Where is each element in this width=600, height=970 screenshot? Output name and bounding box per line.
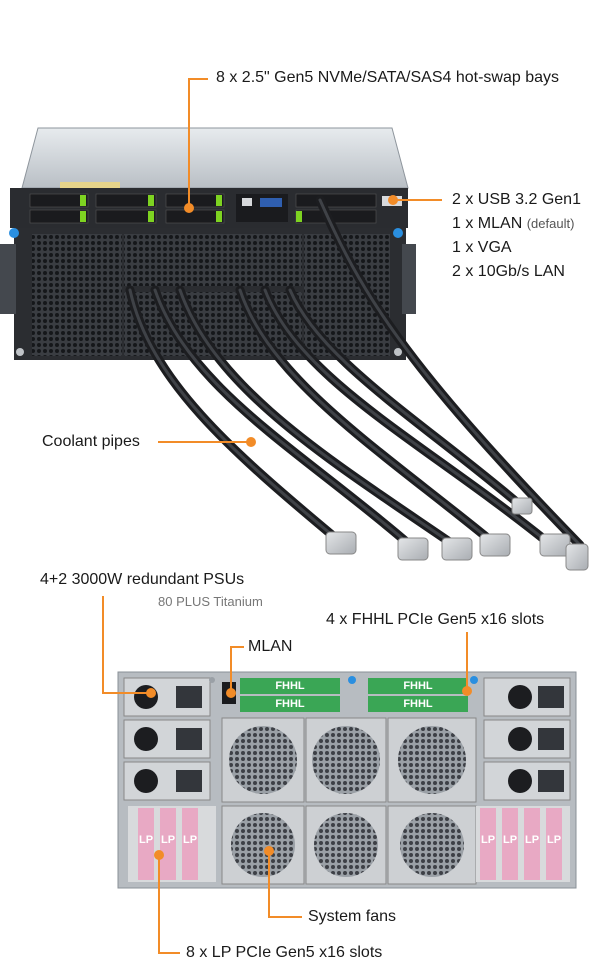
rear-chassis bbox=[117, 671, 577, 889]
coolant-label: Coolant pipes bbox=[42, 433, 140, 450]
drive-bays-label: 8 x 2.5" Gen5 NVMe/SATA/SAS4 hot-swap ba… bbox=[216, 69, 560, 86]
mlan-rear-leader bbox=[230, 646, 232, 690]
lp-mark: LP bbox=[480, 834, 496, 846]
psu-leader bbox=[102, 596, 104, 694]
psu-note: 80 PLUS Titanium bbox=[158, 594, 263, 609]
psu-bays-left bbox=[123, 677, 211, 801]
io-dot bbox=[388, 195, 398, 205]
fans-label: System fans bbox=[308, 908, 397, 925]
front-chassis bbox=[0, 127, 416, 360]
mlan-rear-dot bbox=[226, 688, 236, 698]
io-leader bbox=[392, 199, 442, 201]
coolant-leader bbox=[158, 441, 250, 443]
fans-leader bbox=[268, 916, 302, 918]
fhhl-mark: FHHL bbox=[403, 680, 433, 692]
lp-leader bbox=[158, 856, 160, 954]
drive-bays bbox=[29, 193, 377, 224]
mlan-front-label: 1 x MLAN (default) bbox=[452, 214, 574, 234]
mlan-front-note: (default) bbox=[526, 216, 575, 231]
lp-mark: LP bbox=[502, 834, 518, 846]
usb-label: 2 x USB 3.2 Gen1 bbox=[452, 191, 581, 208]
vga-label: 1 x VGA bbox=[452, 239, 512, 256]
mlan-front-text: 1 x MLAN bbox=[452, 215, 523, 232]
lp-dot bbox=[154, 850, 164, 860]
psu-label: 4+2 3000W redundant PSUs bbox=[40, 571, 245, 588]
drive-bays-leader bbox=[188, 78, 208, 80]
psu-dot bbox=[146, 688, 156, 698]
fan-modules bbox=[221, 717, 477, 885]
lp-mark: LP bbox=[138, 834, 154, 846]
fans-leader bbox=[268, 852, 270, 918]
psu-leader bbox=[102, 692, 150, 694]
lp-mark: LP bbox=[524, 834, 540, 846]
lp-leader bbox=[158, 952, 180, 954]
lp-mark: LP bbox=[546, 834, 562, 846]
coolant-dot bbox=[246, 437, 256, 447]
lp-label: 8 x LP PCIe Gen5 x16 slots bbox=[186, 944, 383, 961]
mlan-rear-leader bbox=[230, 646, 244, 648]
fhhl-label: 4 x FHHL PCIe Gen5 x16 slots bbox=[326, 611, 545, 628]
coolant-pipes bbox=[125, 195, 585, 550]
mlan-rear-label: MLAN bbox=[248, 638, 293, 655]
lan-label: 2 x 10Gb/s LAN bbox=[452, 263, 565, 280]
lp-mark: LP bbox=[182, 834, 198, 846]
fhhl-mark: FHHL bbox=[275, 698, 305, 710]
fhhl-leader bbox=[466, 632, 468, 692]
fhhl-mark: FHHL bbox=[403, 698, 433, 710]
drive-bays-leader bbox=[188, 78, 190, 208]
lp-slots bbox=[128, 806, 570, 882]
fans-dot bbox=[264, 846, 274, 856]
fhhl-slots bbox=[240, 678, 468, 712]
pipe-connectors bbox=[325, 497, 589, 571]
lp-mark: LP bbox=[160, 834, 176, 846]
drive-bays-dot bbox=[184, 203, 194, 213]
fhhl-dot bbox=[462, 686, 472, 696]
fhhl-mark: FHHL bbox=[275, 680, 305, 692]
psu-bays-right bbox=[483, 677, 571, 801]
